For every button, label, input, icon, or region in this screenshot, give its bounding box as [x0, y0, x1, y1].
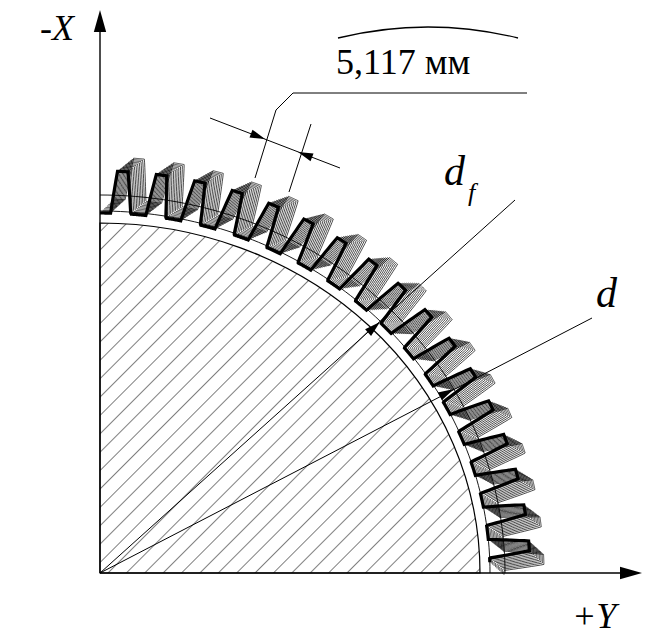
diameter-leader — [100, 318, 592, 573]
subscript-label: f — [468, 180, 475, 206]
axis-arrow — [94, 10, 106, 32]
diameter-label: d — [596, 272, 617, 314]
diameter-label: d — [444, 150, 465, 192]
hatched-body — [100, 223, 480, 573]
generation-trace — [101, 170, 530, 563]
leader-arrow — [438, 389, 454, 400]
generation-trace — [110, 162, 540, 571]
dimension-arrow — [249, 130, 265, 139]
arc-symbol — [338, 27, 518, 38]
axis-arrow — [620, 567, 642, 579]
axis-label: -X — [40, 10, 74, 46]
extension-line — [289, 124, 311, 192]
axis-label: +Y — [572, 598, 616, 634]
generation-trace — [107, 165, 537, 569]
leader-arrow — [365, 322, 380, 336]
generation-trace — [108, 163, 538, 569]
generation-trace — [106, 166, 536, 567]
diameter-leader — [100, 200, 515, 573]
generation-trace — [104, 167, 534, 566]
tooth-profile — [100, 171, 529, 562]
dimension-leader — [276, 93, 527, 110]
y-axis — [100, 572, 630, 573]
generation-trace — [103, 169, 533, 565]
extension-line — [255, 110, 276, 178]
root-circle — [100, 211, 490, 573]
dimension-line — [210, 118, 340, 168]
x-axis — [99, 22, 100, 573]
dimension-label: 5,117 мм — [336, 44, 470, 80]
